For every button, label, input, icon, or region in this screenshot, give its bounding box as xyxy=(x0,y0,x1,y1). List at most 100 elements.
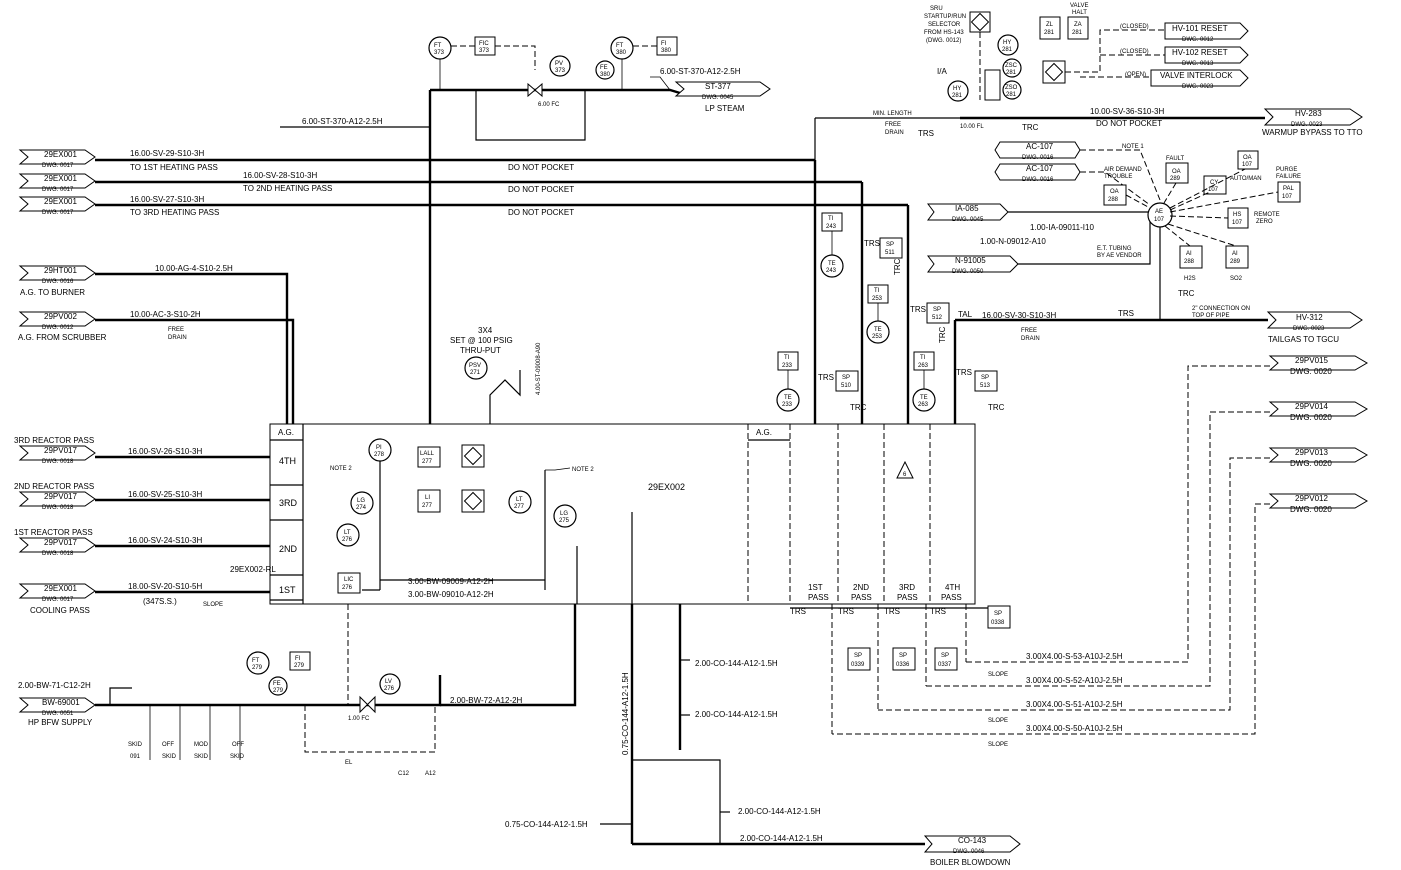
sp-0338[interactable] xyxy=(987,605,1011,629)
instrument-num: 276 xyxy=(342,585,353,591)
sp-0339-a[interactable] xyxy=(847,647,871,671)
offpage-29pv014[interactable] xyxy=(1268,401,1368,417)
sp-0337[interactable] xyxy=(934,647,958,671)
offpage-29pv017-b[interactable] xyxy=(18,491,96,507)
instrument-fe-279[interactable] xyxy=(268,676,288,696)
sru-note-1: STARTUP/RUN xyxy=(924,14,966,20)
instrument-li-277[interactable] xyxy=(417,489,441,513)
offpage-ac107-a[interactable] xyxy=(994,141,1081,159)
control-valve-276[interactable] xyxy=(359,695,376,714)
offpage-29ht001[interactable] xyxy=(18,265,96,281)
instrument-zsc-281[interactable] xyxy=(1002,58,1022,78)
signal-label: (OPEN) xyxy=(1125,72,1146,78)
instrument-zso-281[interactable] xyxy=(1002,80,1022,100)
instrument-num: 275 xyxy=(559,518,570,524)
line-label: 16.00-SV-28-S10-3H xyxy=(243,171,317,180)
instrument-tag: LG xyxy=(560,511,568,517)
valve-halt-note-2: HALT xyxy=(1072,10,1087,16)
instrument-ae-107[interactable] xyxy=(1147,202,1173,228)
offpage-29ex001-cool[interactable] xyxy=(18,583,96,599)
instrument-tag: CY xyxy=(1210,180,1218,186)
offpage-dwg: DWG. 0013 xyxy=(1182,61,1214,67)
instrument-tag: OA xyxy=(1172,169,1181,175)
instrument-lt-277[interactable] xyxy=(508,490,532,514)
offpage-29pv002[interactable] xyxy=(18,311,96,327)
instrument-num: 277 xyxy=(514,504,525,510)
offpage-29pv013[interactable] xyxy=(1268,447,1368,463)
instrument-num: 380 xyxy=(616,50,627,56)
offpage-tag: HV-283 xyxy=(1295,109,1322,118)
instrument-lic-276[interactable] xyxy=(337,572,361,594)
instrument-lv-276[interactable] xyxy=(379,673,401,695)
offpage-n91005[interactable] xyxy=(927,255,1019,273)
offpage-hv101-reset[interactable] xyxy=(1164,22,1249,40)
offpage-bw69001[interactable] xyxy=(18,697,96,713)
offpage-st377[interactable] xyxy=(674,81,771,97)
sp-num: 0336 xyxy=(896,662,910,668)
sp-tag: SP xyxy=(899,653,907,659)
offpage-hv283[interactable] xyxy=(1263,108,1363,126)
offpage-ac107-b[interactable] xyxy=(994,163,1081,181)
trs-label: TRS xyxy=(884,607,900,616)
offpage-29pv017-a[interactable] xyxy=(18,445,96,461)
psv-note-size: 3X4 xyxy=(478,326,493,335)
instrument-fe-380[interactable] xyxy=(595,60,615,80)
sp-512[interactable] xyxy=(926,302,950,324)
instrument-num: 253 xyxy=(872,296,883,302)
instrument-tag: TE xyxy=(920,395,928,401)
instrument-hy-281-a[interactable] xyxy=(997,34,1019,56)
sp-511[interactable] xyxy=(879,237,903,259)
line-note: TO 3RD HEATING PASS xyxy=(130,208,219,217)
offpage-dwg: DWG. 0017 xyxy=(42,187,74,193)
offpage-tag: 29PV013 xyxy=(1295,448,1328,457)
control-valve-373[interactable] xyxy=(527,82,543,98)
instrument-fi-279[interactable] xyxy=(289,651,311,671)
instrument-za-281[interactable] xyxy=(1067,16,1089,40)
instrument-pv-373[interactable] xyxy=(549,55,571,77)
instrument-tag: ZA xyxy=(1074,22,1082,28)
offpage-29ex001-b[interactable] xyxy=(18,173,96,189)
offpage-tag: HV-102 RESET xyxy=(1172,48,1228,57)
sp-0336[interactable] xyxy=(892,647,916,671)
instrument-num: 288 xyxy=(1108,197,1119,203)
offpage-co143[interactable] xyxy=(923,835,1021,853)
instrument-num: 373 xyxy=(555,68,566,74)
instrument-lt-276[interactable] xyxy=(336,523,360,547)
offpage-tag: ST-377 xyxy=(705,82,731,91)
offpage-29pv017-c[interactable] xyxy=(18,537,96,553)
instrument-zl-281[interactable] xyxy=(1039,16,1061,40)
bottom-pass-3-b: PASS xyxy=(897,593,918,602)
instrument-lg-274[interactable] xyxy=(350,491,374,515)
line-note: A.G. FROM SCRUBBER xyxy=(18,333,107,342)
instrument-tag: LIC xyxy=(344,577,354,583)
instrument-oa-107[interactable] xyxy=(1237,150,1259,170)
sp-513[interactable] xyxy=(974,370,998,392)
instrument-tag: FAULT xyxy=(1166,156,1185,162)
instrument-tag: FT xyxy=(434,43,442,49)
instrument-ai-289[interactable] xyxy=(1225,245,1249,269)
offpage-29ex001-c[interactable] xyxy=(18,196,96,212)
el-label: EL xyxy=(345,760,353,766)
offpage-hv102-reset[interactable] xyxy=(1164,46,1249,64)
offpage-29pv012[interactable] xyxy=(1268,493,1368,509)
instrument-num: 281 xyxy=(1006,70,1017,76)
offpage-hv312[interactable] xyxy=(1266,311,1363,329)
instrument-tag: TE xyxy=(784,395,792,401)
instrument-ai-288[interactable] xyxy=(1179,245,1203,269)
slope-label: SLOPE xyxy=(988,672,1008,678)
instrument-fault[interactable] xyxy=(1165,162,1189,184)
instrument-num: 243 xyxy=(826,268,837,274)
instrument-num: 107 xyxy=(1242,162,1253,168)
offpage-valve-interlock[interactable] xyxy=(1150,69,1249,87)
offpage-dwg: DWG. 0016 xyxy=(1022,177,1054,183)
line-label: 16.00-SV-29-S10-3H xyxy=(130,149,204,158)
instrument-psv-271[interactable] xyxy=(464,356,488,380)
offpage-ia085[interactable] xyxy=(927,203,1009,221)
instrument-ft-279[interactable] xyxy=(246,651,270,675)
offpage-29pv015[interactable] xyxy=(1268,355,1368,371)
instrument-hy-281-b[interactable] xyxy=(947,80,969,102)
offpage-29ex001-a[interactable] xyxy=(18,149,96,165)
instrument-lall-277[interactable] xyxy=(417,446,441,468)
instrument-lg-275[interactable] xyxy=(553,504,577,528)
sp-510[interactable] xyxy=(835,370,859,392)
